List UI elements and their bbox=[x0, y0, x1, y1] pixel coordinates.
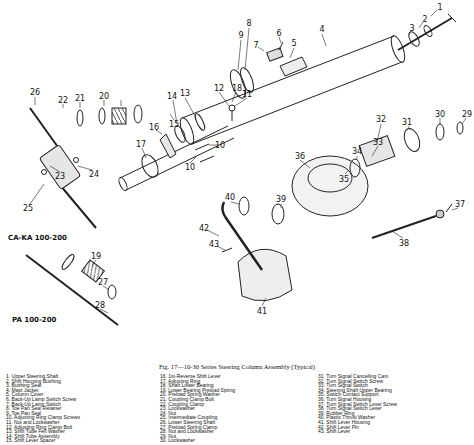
callout-number: 5 bbox=[290, 39, 297, 48]
callout-number: 36 bbox=[294, 152, 306, 161]
callout-number: 24 bbox=[88, 170, 100, 179]
callout-number: 18 bbox=[231, 84, 243, 93]
callout-number: 21 bbox=[74, 94, 86, 103]
callout-number: 43 bbox=[208, 240, 220, 249]
callout-number: 20 bbox=[98, 92, 110, 101]
callout-number: 3 bbox=[408, 24, 415, 33]
callout-number: 39 bbox=[275, 195, 287, 204]
callout-number: 27 bbox=[97, 278, 109, 287]
callout-number: 33 bbox=[372, 138, 384, 147]
callout-number: 12 bbox=[213, 84, 225, 93]
callout-number: 14 bbox=[166, 92, 178, 101]
callout-number: 34 bbox=[351, 147, 363, 156]
callout-number: 29 bbox=[461, 110, 473, 119]
callout-number: 7 bbox=[252, 41, 259, 50]
callout-number: 41 bbox=[256, 307, 268, 316]
callout-number: 16 bbox=[148, 123, 160, 132]
callout-number: 30 bbox=[434, 110, 446, 119]
parts-list-entry: 30. Lockwasher bbox=[160, 438, 195, 443]
callout-number: 19 bbox=[90, 252, 102, 261]
callout-number: 40 bbox=[224, 193, 236, 202]
callout-number: 10 bbox=[184, 163, 196, 172]
model-designation: CA-KA 100-200 bbox=[8, 234, 67, 242]
callout-number: 32 bbox=[375, 115, 387, 124]
callout-number: 9 bbox=[237, 31, 244, 40]
callout-number: 4 bbox=[318, 25, 325, 34]
callout-number: 31 bbox=[401, 118, 413, 127]
callout-number: 42 bbox=[198, 224, 210, 233]
parts-list-entry: 43. Shift Lever bbox=[318, 429, 350, 434]
callout-number: 28 bbox=[94, 301, 106, 310]
callout-number: 6 bbox=[275, 29, 282, 38]
callout-number: 8 bbox=[245, 19, 252, 28]
callout-number: 23 bbox=[54, 172, 66, 181]
callout-number: 26 bbox=[29, 88, 41, 97]
callout-number: 10 bbox=[214, 141, 226, 150]
callout-number: 25 bbox=[22, 204, 34, 213]
callout-number: 11 bbox=[241, 90, 253, 99]
callout-number: 15 bbox=[168, 120, 180, 129]
callout-number: 37 bbox=[454, 200, 466, 209]
model-designation: PA 100-200 bbox=[12, 316, 56, 324]
callout-number: 1 bbox=[436, 3, 443, 12]
callout-number: 38 bbox=[398, 239, 410, 248]
callout-number: 13 bbox=[179, 89, 191, 98]
parts-list-entry: 15. Shift Lever Spacer bbox=[6, 438, 55, 443]
callout-number: 2 bbox=[421, 15, 428, 24]
callout-number: 35 bbox=[338, 175, 350, 184]
callout-number: 17 bbox=[135, 140, 147, 149]
figure-caption: Fig. 17—10-30 Series Steering Column Ass… bbox=[0, 363, 474, 371]
callout-number: 22 bbox=[57, 96, 69, 105]
